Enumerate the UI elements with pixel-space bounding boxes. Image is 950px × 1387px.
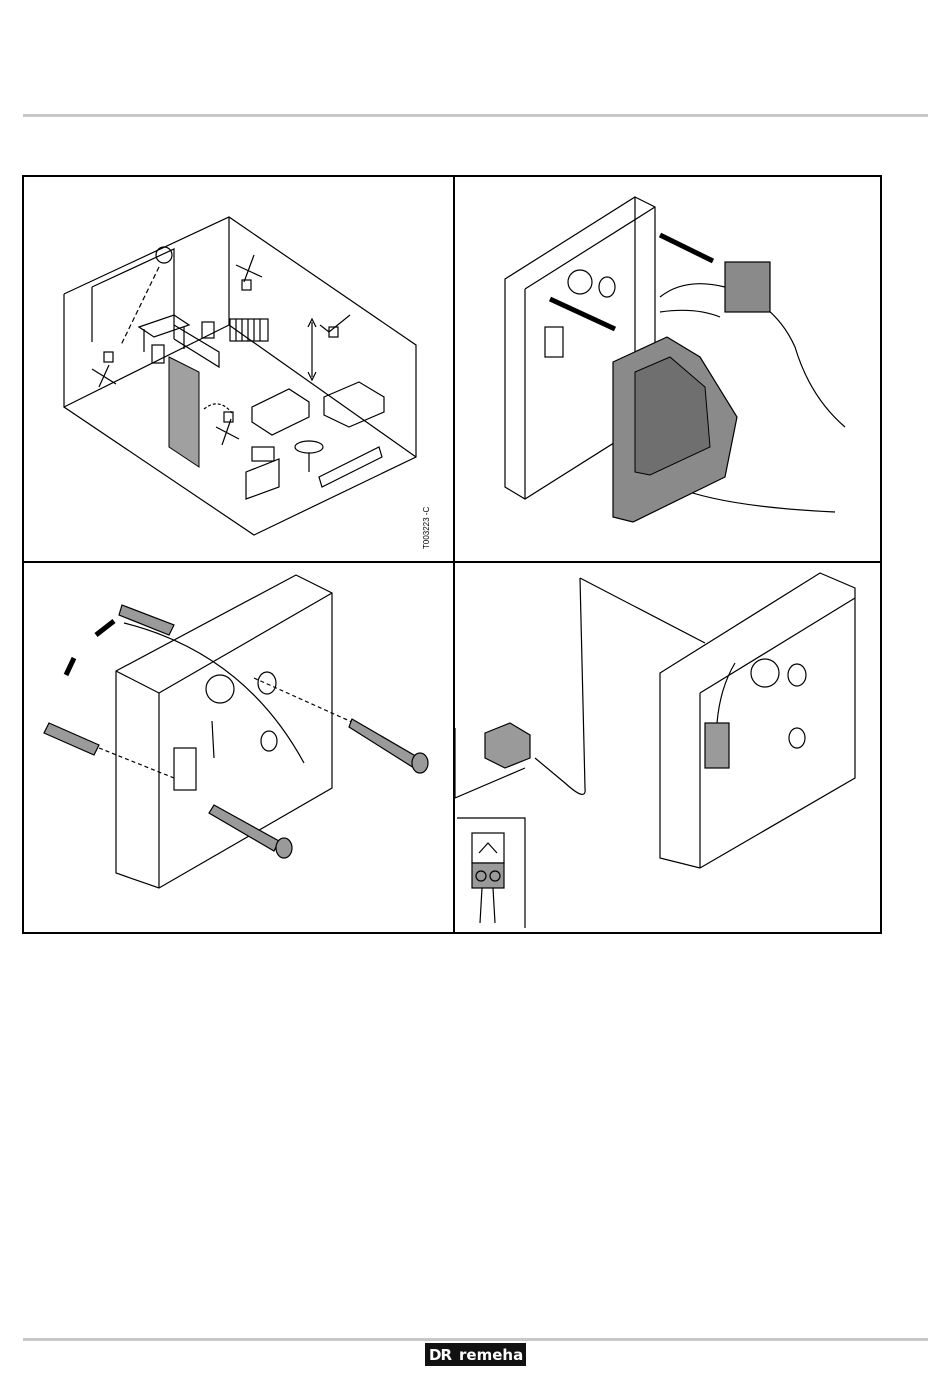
connection-illustration xyxy=(455,563,882,932)
logo-mark: DR xyxy=(429,1346,451,1364)
panel-room-placement xyxy=(24,177,453,561)
logo-text: remeha xyxy=(459,1346,523,1364)
cover-tab-shape xyxy=(725,262,770,312)
panel-wall-mounting xyxy=(24,563,453,932)
vertical-divider xyxy=(453,177,455,932)
door-shape xyxy=(169,357,199,467)
panel-remove-front-cover xyxy=(455,177,882,561)
room-illustration xyxy=(24,177,453,561)
figure-code: T003223 -C xyxy=(422,507,431,549)
top-rule xyxy=(23,114,928,117)
installation-figure: T003223 -C xyxy=(22,175,882,934)
remeha-logo: DR remeha xyxy=(425,1343,526,1366)
panel-cable-connection xyxy=(455,563,882,932)
horizontal-divider xyxy=(24,561,880,563)
mounting-illustration xyxy=(24,563,453,932)
cover-illustration xyxy=(455,177,882,561)
bottom-rule xyxy=(23,1338,928,1341)
